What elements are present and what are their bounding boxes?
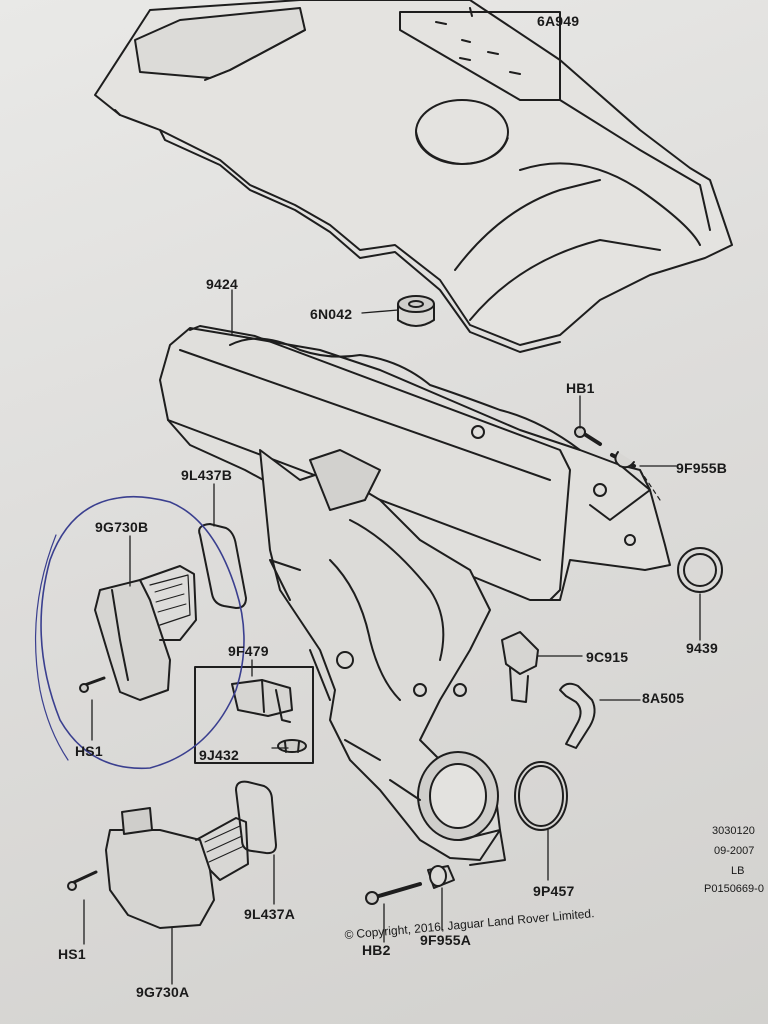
module-9g730b-drawing [79, 565, 197, 701]
pen-annotation-stroke [34, 534, 69, 761]
leader-lines [83, 23, 701, 985]
bolt-hb2-drawing [365, 865, 455, 905]
callout-9l437b: 9L437B [181, 467, 233, 483]
seal-9p457-drawing [514, 761, 568, 831]
gasket-9l437b-drawing [198, 523, 247, 609]
callout-9439: 9439 [686, 640, 718, 656]
callout-9424: 9424 [206, 276, 238, 292]
gasket-9439-drawing [677, 547, 723, 593]
reference-number: 3030120 [712, 825, 755, 837]
callout-9l437a: 9L437A [244, 906, 296, 922]
lower-manifold-drawing [259, 449, 506, 866]
sensor-9f479-group-drawing [194, 666, 314, 764]
reference-code: LB [731, 865, 745, 877]
callout-hb2: HB2 [362, 942, 391, 958]
callout-hs1-lower: HS1 [58, 946, 86, 962]
callout-9j432: 9J432 [199, 747, 239, 763]
bolt-hb1-drawing [574, 426, 661, 501]
callout-6n042: 6N042 [310, 306, 353, 322]
gasket-9l437a-drawing [235, 780, 277, 855]
callout-6a949: 6A949 [537, 13, 580, 29]
pen-annotation-circle [40, 495, 245, 770]
callout-9c915: 9C915 [586, 649, 629, 665]
callout-9f955b: 9F955B [676, 460, 728, 476]
callout-9p457: 9P457 [533, 883, 575, 899]
callout-9g730a: 9G730A [136, 984, 190, 1000]
callout-9g730b: 9G730B [95, 519, 149, 535]
sensor-9c915-drawing [501, 631, 539, 703]
copyright-symbol: © [344, 927, 355, 942]
callout-hb1-bolt: HB1 [566, 380, 595, 396]
callout-9f955a: 9F955A [420, 932, 472, 948]
engine-cover-drawing [94, 0, 733, 353]
reference-date: 09-2007 [714, 845, 755, 857]
callout-hs1-upper: HS1 [75, 743, 103, 759]
module-9g730a-drawing [67, 807, 249, 929]
illustration-id: P0150669-0 [704, 883, 764, 895]
grommet-drawing [397, 295, 435, 327]
callout-8a505: 8A505 [642, 690, 685, 706]
hose-8a505-drawing [559, 682, 596, 749]
callout-9f479: 9F479 [228, 643, 269, 659]
